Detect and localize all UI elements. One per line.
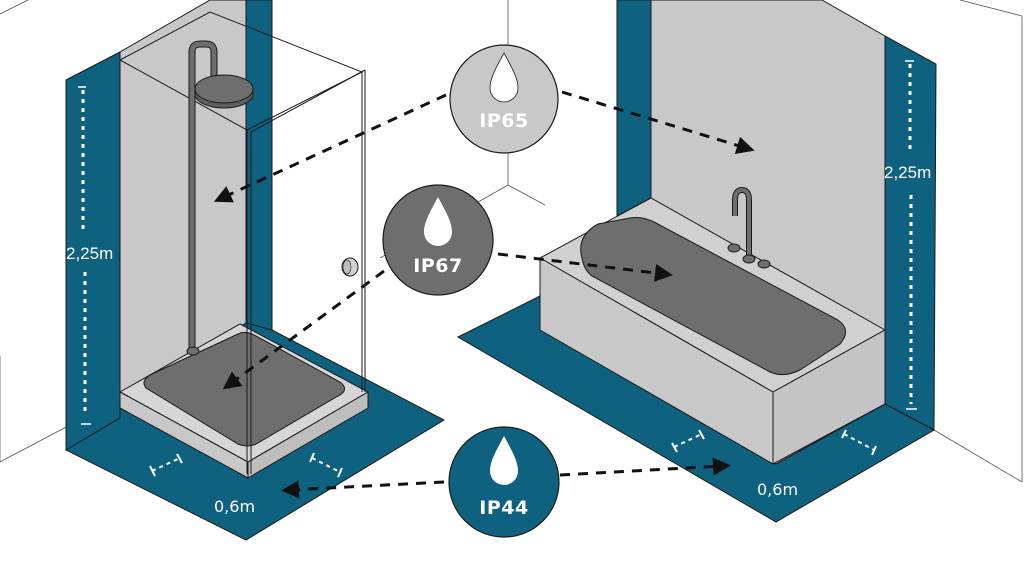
bath-left-wall-zone <box>616 0 652 217</box>
bath-height-label: 2,25m <box>884 163 931 182</box>
water-drop-icon <box>424 197 452 246</box>
arrows <box>213 90 755 499</box>
badge-ip44-label: IP44 <box>479 497 528 519</box>
arrow-ip67-to-shower-tray <box>222 269 385 390</box>
room-outline-left <box>0 0 69 463</box>
bath-height-dimension <box>905 60 917 410</box>
arrow-ip44-to-bath-floor <box>559 457 731 477</box>
shower-floor-margin-ticks <box>149 452 343 478</box>
shower-head <box>186 40 254 356</box>
arrow-ip67-to-bathtub <box>497 252 673 282</box>
room-outline-right <box>933 0 1023 483</box>
badge-ip67: IP67 <box>382 184 494 296</box>
arrow-ip65-to-bath-wall <box>561 90 755 154</box>
badge-ip44: IP44 <box>448 426 560 538</box>
shower-height-label: 2,25m <box>66 244 113 263</box>
bathtub-basin <box>580 217 846 376</box>
shower-floor-margin-label: 0,6m <box>214 497 255 516</box>
shower-height-dimension <box>78 86 91 425</box>
badge-ip67-label: IP67 <box>413 255 462 277</box>
shower-tray <box>118 323 370 479</box>
badge-ip65-label: IP65 <box>479 110 528 132</box>
bath-floor-margin-label: 0,6m <box>757 480 798 499</box>
water-drop-icon <box>489 52 519 103</box>
arrow-ip65-to-shower-wall <box>213 93 447 203</box>
bath-faucet <box>727 186 771 269</box>
bath-floor-margin-ticks <box>671 429 877 456</box>
badge-ip65: IP65 <box>449 44 559 154</box>
water-drop-icon <box>490 436 518 485</box>
shower-door-knob <box>341 257 359 277</box>
arrow-ip44-to-shower-floor <box>281 480 445 499</box>
